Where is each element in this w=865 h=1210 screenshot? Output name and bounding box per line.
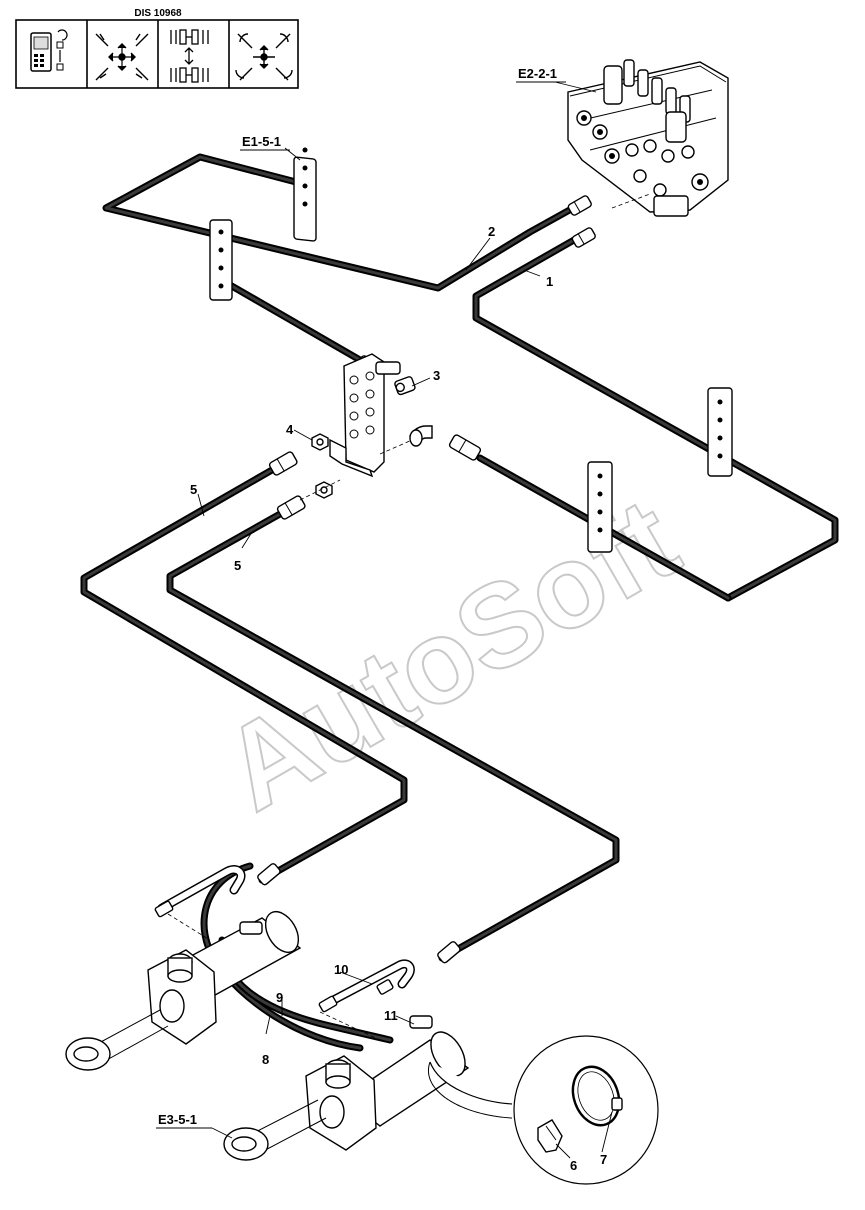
hose-clamp-brackets (209, 147, 733, 553)
clamp-7 (571, 1065, 623, 1127)
boom-articulation-icon (235, 33, 293, 81)
nut-lower (315, 481, 333, 499)
callout-5-inner: 5 (234, 558, 241, 573)
icon-strip-frame (15, 19, 299, 89)
callout-6: 6 (570, 1158, 577, 1173)
control-valve (567, 59, 729, 217)
adapter-3 (375, 361, 416, 396)
reference-codes: E2-2-1 E1-5-1 E3-5-1 (156, 66, 566, 1129)
machine-movement-icon (95, 33, 149, 81)
callout-5-outer: 5 (190, 482, 197, 497)
hose-1 (472, 236, 839, 602)
ref-upper-bracket-label: E1-5-1 (242, 134, 281, 149)
assembly-line (167, 913, 211, 941)
cylinder-upper (65, 911, 302, 1071)
hose-2 (102, 153, 579, 292)
hose-fittings (257, 195, 596, 964)
assembly-line (379, 439, 413, 455)
callout-4: 4 (286, 422, 294, 437)
assembly-line (299, 479, 341, 501)
steel-tube-10 (318, 959, 415, 1013)
doc-number: DIS 10968 (134, 8, 182, 19)
bracket-right-lower (587, 461, 613, 553)
hose-5-outer (80, 466, 408, 884)
header-strip: DIS 10968 (15, 8, 299, 89)
valve-spool-row (603, 59, 691, 143)
part-callouts: 1 2 3 4 5 5 6 7 8 9 10 11 (190, 224, 607, 1173)
callout-3: 3 (433, 368, 440, 383)
callout-9: 9 (276, 990, 283, 1005)
valve-ports (576, 110, 709, 217)
central-manifold-plate (329, 353, 385, 478)
monitor-control-icon (30, 29, 68, 72)
ref-cylinder-label: E3-5-1 (158, 1112, 197, 1127)
bracket-right-upper (707, 387, 733, 477)
callout-2: 2 (488, 224, 495, 239)
callout-8: 8 (262, 1052, 269, 1067)
clamp-detail-bubble (428, 1035, 659, 1185)
callout-10: 10 (334, 962, 348, 977)
ref-valve-label: E2-2-1 (518, 66, 557, 81)
callout-11: 11 (384, 1008, 398, 1023)
bracket-left (209, 219, 233, 301)
callout-7: 7 (600, 1152, 607, 1167)
callout-1: 1 (546, 274, 553, 289)
hydraulic-circuit-icon (170, 29, 209, 83)
hose-5-inner (166, 510, 620, 962)
hose-upper-link (226, 281, 364, 364)
cylinder-lower (223, 1015, 470, 1161)
bracket-e1-5-1 (293, 147, 317, 242)
steel-tube-upper (154, 865, 246, 918)
nut-4 (311, 433, 329, 451)
watermark: AutoSoft (201, 473, 698, 836)
elbow-adapter (409, 425, 433, 447)
